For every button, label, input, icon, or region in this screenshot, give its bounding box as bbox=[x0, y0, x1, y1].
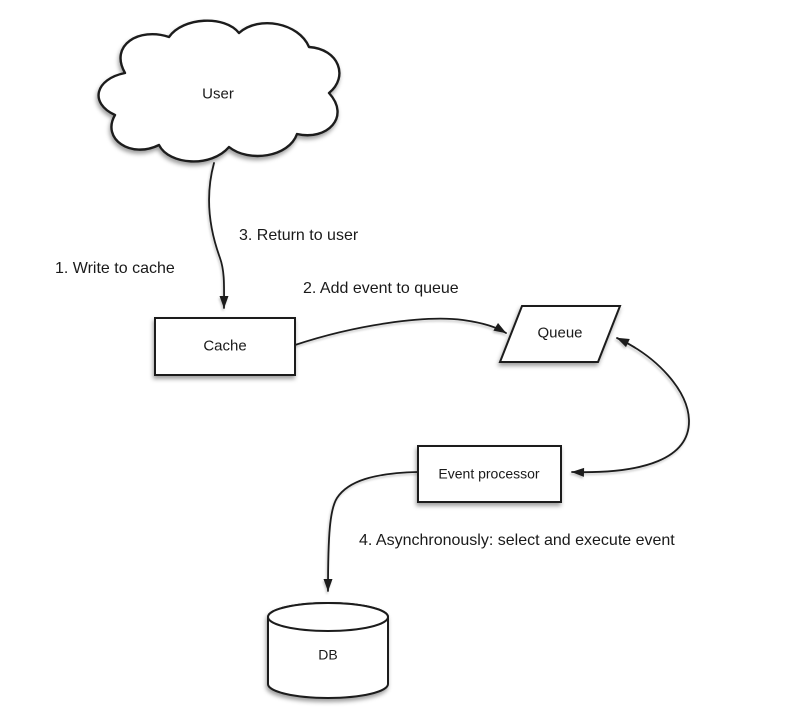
step-label-write-to-cache: 1. Write to cache bbox=[55, 260, 175, 277]
event-processor-node-label: Event processor bbox=[438, 465, 540, 482]
user-node-label: User bbox=[202, 85, 234, 103]
queue-node-label: Queue bbox=[537, 324, 583, 342]
event-processor-box-shape bbox=[417, 445, 562, 503]
step-label-return-to-user: 3. Return to user bbox=[239, 227, 359, 244]
edge-user-to-cache bbox=[208, 162, 229, 309]
cache-box-shape bbox=[154, 317, 296, 376]
user-cloud-shape bbox=[97, 19, 341, 163]
db-cylinder-shape bbox=[267, 602, 389, 699]
edge-event-processor-to-db bbox=[323, 471, 419, 592]
step-label-add-event-to-queue: 2. Add event to queue bbox=[303, 280, 459, 297]
edge-queue-event-processor bbox=[571, 337, 690, 477]
db-node-label: DB bbox=[318, 646, 338, 663]
step-label-asynchronously-execute: 4. Asynchronously: select and execute ev… bbox=[359, 532, 675, 549]
cache-node-label: Cache bbox=[203, 337, 247, 355]
queue-parallelogram-shape bbox=[498, 305, 622, 363]
edge-cache-to-queue bbox=[294, 317, 507, 346]
